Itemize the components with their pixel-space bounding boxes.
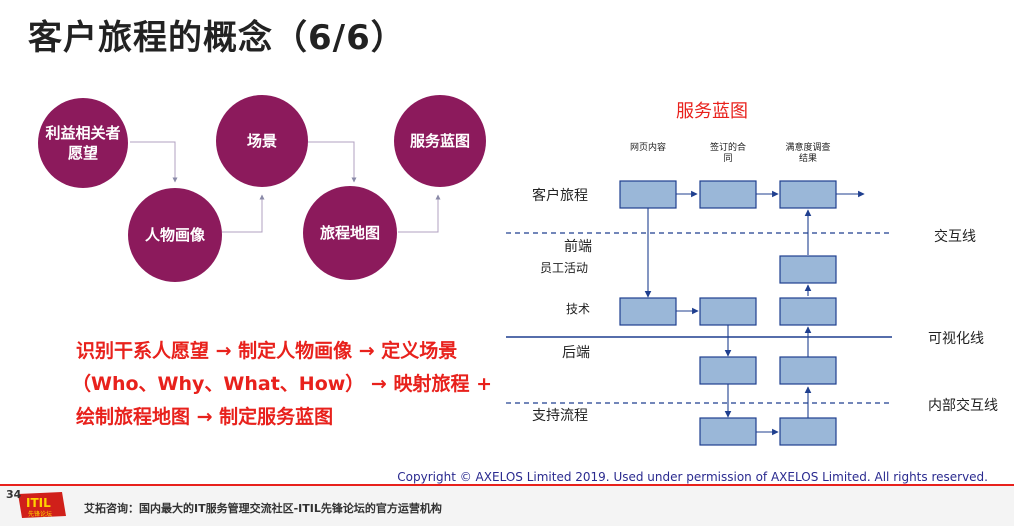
line-label-visibility: 可视化线 [928,331,984,347]
box-support-1 [699,417,757,446]
flow-arrow-3 [308,141,357,183]
flow-step-stakeholder-desire: 利益相关者 愿望 [38,98,128,188]
copyright-notice: Copyright © AXELOS Limited 2019. Used un… [397,470,988,484]
slide-title: 客户旅程的概念（6/6） [28,18,406,58]
blueprint-col-survey: 满意度调查结果 [785,143,831,164]
lane-technology: 技术 [566,302,591,316]
box-customer-contract [699,180,757,209]
lane-back-end: 后端 [562,345,590,361]
flow-arrow-2 [222,194,265,233]
svg-text:ITIL: ITIL [26,496,51,510]
box-customer-web [619,180,677,209]
flow-step5-label: 服务蓝图 [409,132,470,150]
flow-step4-label: 旅程地图 [319,224,380,242]
flow-step-scenario: 场景 [216,95,308,187]
box-support-2 [779,417,837,446]
flow-step2-label: 人物画像 [144,226,205,244]
lane-front-end: 前端 [564,239,592,255]
flow-step3-label: 场景 [246,132,277,150]
itil-logo: ITIL 先锋论坛 [16,490,68,520]
summary-line-3: 绘制旅程地图 → 制定服务蓝图 [76,406,334,428]
box-tech-3 [779,297,837,326]
flow-step1-line2: 愿望 [67,144,98,162]
blueprint-col-contract: 签订的合同 [709,143,746,164]
footer-text: 艾拓咨询：国内最大的IT服务管理交流社区-ITIL先锋论坛的官方运营机构 [84,502,442,515]
footer-divider [0,484,1014,487]
blueprint-title: 服务蓝图 [676,101,748,122]
blueprint-col-web: 网页内容 [629,143,666,153]
lane-support-process: 支持流程 [532,408,588,424]
flow-step-service-blueprint: 服务蓝图 [394,95,486,187]
box-customer-survey [779,180,837,209]
flow-step-persona: 人物画像 [128,188,222,282]
box-tech-1 [619,297,677,326]
lane-customer-journey: 客户旅程 [532,188,588,204]
page-number: 34 [6,488,22,501]
summary-line-2: （Who、Why、What、How） → 映射旅程 + [72,373,492,395]
line-label-internal: 内部交互线 [928,398,998,414]
box-back-2 [779,356,837,385]
flow-arrow-1 [130,141,178,183]
box-tech-2 [699,297,757,326]
box-staff-activity [779,255,837,284]
flow-arrow-4 [398,194,441,233]
flow-step-journey-map: 旅程地图 [303,186,397,280]
flow-step1-line1: 利益相关者 [45,124,121,142]
summary-line-1: 识别干系人愿望 → 制定人物画像 → 定义场景 [76,340,458,362]
line-label-interaction: 交互线 [934,229,976,245]
svg-text:先锋论坛: 先锋论坛 [28,510,52,518]
footer-bar [0,486,1014,526]
box-back-1 [699,356,757,385]
lane-staff-activity: 员工活动 [540,261,589,275]
